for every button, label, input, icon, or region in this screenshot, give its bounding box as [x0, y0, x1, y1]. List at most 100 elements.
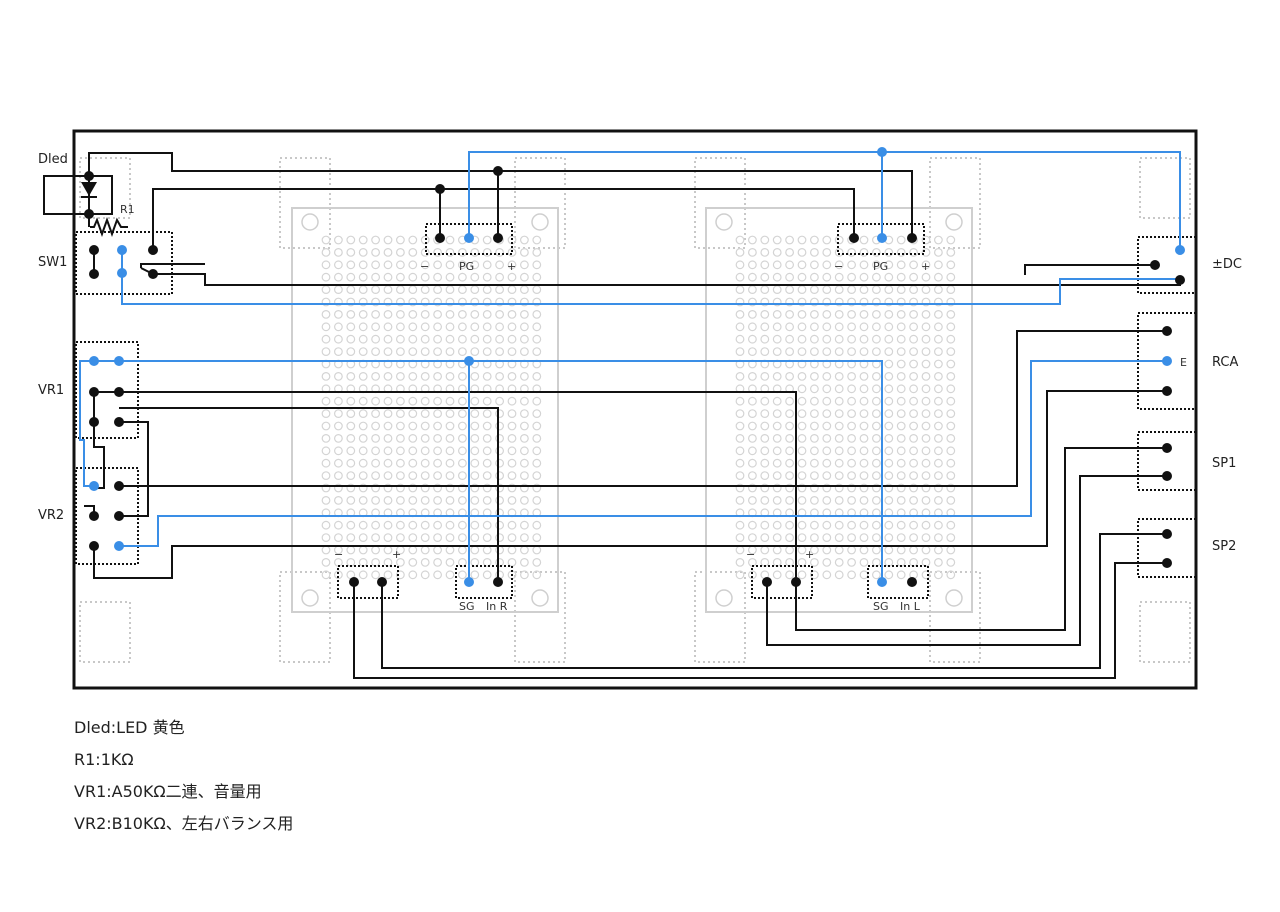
perfboard-hole — [383, 372, 393, 381]
perfboard-hole — [896, 409, 906, 419]
perfboard-hole — [495, 421, 505, 431]
perfboard-hole — [334, 372, 343, 381]
perfboard-hole — [396, 310, 405, 319]
perfboard-hole — [532, 483, 542, 493]
perfboard-hole — [321, 372, 331, 381]
perfboard-hole — [396, 409, 405, 419]
perfboard-hole — [346, 483, 356, 493]
perfboard-hole — [946, 483, 956, 493]
perfboard-hole — [797, 310, 807, 319]
perfboard-hole — [859, 434, 869, 443]
perfboard-hole — [420, 372, 430, 381]
perfboard-hole — [433, 558, 443, 567]
perfboard-hole — [909, 247, 918, 257]
perfboard-hole — [847, 434, 856, 443]
perfboard-hole — [748, 458, 757, 468]
perfboard-hole — [884, 322, 894, 332]
perfboard-hole — [921, 272, 931, 282]
perfboard-hole — [884, 310, 894, 319]
perfboard-hole — [797, 434, 807, 443]
perfboard-hole — [420, 434, 430, 443]
perfboard-hole — [346, 446, 356, 456]
perfboard-hole — [532, 285, 542, 295]
perfboard-hole — [797, 247, 807, 257]
perfboard-hole — [445, 347, 455, 357]
perfboard-hole — [921, 247, 931, 257]
perfboard-hole — [408, 247, 418, 257]
perfboard-hole — [482, 458, 492, 468]
perfboard-hole — [321, 272, 331, 282]
perfboard-hole — [934, 235, 943, 245]
perfboard-hole — [532, 434, 542, 443]
perfboard-hole — [433, 496, 443, 505]
perfboard-hole — [358, 285, 368, 295]
perfboard-hole — [847, 260, 856, 270]
perfboard-hole — [482, 496, 492, 505]
perfboard-hole — [946, 421, 956, 431]
perfboard-hole — [946, 260, 956, 270]
perfboard-hole — [896, 434, 906, 443]
perfboard-hole — [408, 421, 418, 431]
label-rca: RCA — [1212, 355, 1238, 370]
perfboard-hole — [934, 396, 943, 406]
perfboard-hole — [396, 235, 405, 245]
perfboard-hole — [946, 372, 956, 381]
perfboard-hole — [482, 297, 492, 307]
perfboard-hole — [748, 446, 757, 456]
perfboard-hole — [520, 570, 529, 580]
perfboard-hole — [859, 471, 869, 481]
perfboard-hole — [334, 409, 343, 419]
perfboard-hole — [408, 297, 418, 307]
perfboard-hole — [822, 322, 832, 332]
perfboard-hole — [822, 334, 832, 344]
perfboard-hole — [408, 558, 418, 567]
label-dled: Dled — [38, 152, 68, 167]
perfboard-hole — [884, 483, 894, 493]
perfboard-hole — [433, 372, 443, 381]
perfboard-hole — [834, 421, 844, 431]
perfboard-hole — [507, 260, 517, 270]
perfboard-hole — [408, 570, 418, 580]
perfboard-hole — [408, 446, 418, 456]
perfboard-hole — [532, 334, 542, 344]
perfboard-hole — [408, 272, 418, 282]
perfboard-hole — [797, 496, 807, 505]
perfboard-hole — [470, 285, 480, 295]
perfboard-hole — [420, 496, 430, 505]
perfboard-hole — [520, 272, 529, 282]
perfboard-hole — [408, 471, 418, 481]
perfboard-hole — [458, 446, 467, 456]
perfboard-hole — [458, 496, 467, 505]
perfboard-hole — [495, 483, 505, 493]
perfboard-hole — [896, 310, 906, 319]
perfboard-hole — [458, 471, 467, 481]
perfboard-hole — [507, 322, 517, 332]
perfboard-hole — [810, 446, 819, 456]
perfboard-hole — [834, 558, 844, 567]
perfboard-hole — [896, 483, 906, 493]
perfboard-hole — [909, 297, 918, 307]
perfboard-hole — [334, 310, 343, 319]
perfboard-hole — [495, 545, 505, 555]
perfboard-hole — [532, 545, 542, 555]
perfboard-hole — [735, 533, 745, 542]
perfboard-hole — [735, 247, 745, 257]
perfboard-hole — [934, 347, 943, 357]
perfboard-hole — [735, 458, 745, 468]
perfboard-hole — [934, 272, 943, 282]
perfboard-hole — [495, 372, 505, 381]
perfboard-hole — [371, 347, 381, 357]
perfboard-hole — [785, 310, 794, 319]
perfboard-hole — [458, 558, 467, 567]
perfboard-hole — [321, 247, 331, 257]
perfboard-hole — [785, 297, 794, 307]
perfboard-hole — [383, 260, 393, 270]
perfboard-hole — [358, 247, 368, 257]
perfboard-hole — [420, 471, 430, 481]
perfboard-hole — [921, 372, 931, 381]
perfboard-hole — [470, 272, 480, 282]
perfboard-hole — [735, 471, 745, 481]
perfboard-hole — [884, 347, 894, 357]
label-sp2: SP2 — [1212, 539, 1236, 554]
perfboard-hole — [896, 545, 906, 555]
